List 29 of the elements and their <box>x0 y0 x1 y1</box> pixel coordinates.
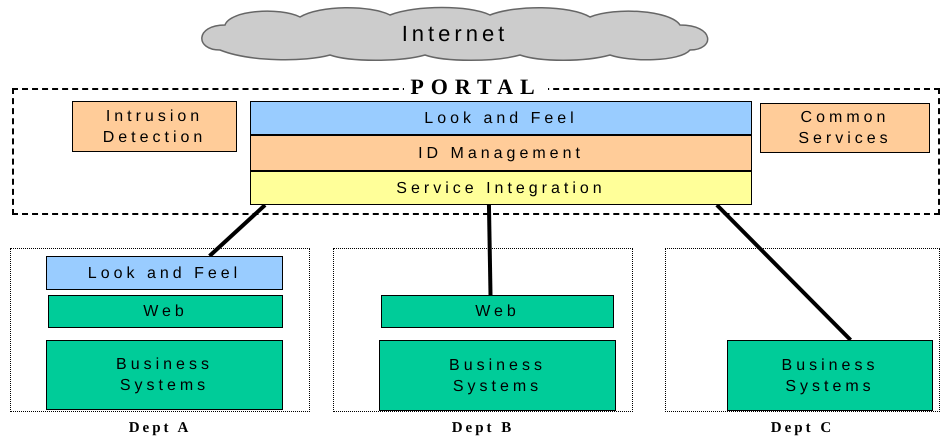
layer-box <box>381 295 614 328</box>
layer-box <box>727 340 933 411</box>
box-label: Service Integration <box>396 178 606 198</box>
group-title: Dept B <box>452 420 514 436</box>
layer-box <box>250 171 752 205</box>
cloud-label: Internet <box>402 23 508 44</box>
box-label: Look and Feel <box>88 264 242 284</box>
box-label: Web <box>143 302 188 322</box>
layer-box <box>250 101 752 135</box>
box-label: Look and Feel <box>424 108 578 128</box>
group-title: Dept A <box>128 420 192 436</box>
box-label: Common Services <box>797 108 893 149</box>
group-title: Dept C <box>770 420 834 436</box>
layer-box <box>760 103 930 153</box>
layer-box <box>48 295 283 328</box>
layer-box <box>46 340 283 410</box>
layer-box <box>72 101 237 152</box>
box-label: Business Systems <box>115 355 214 396</box>
layer-box <box>46 256 283 290</box>
layer-box <box>379 340 616 411</box>
box-label: Business Systems <box>780 356 880 396</box>
connector-line <box>208 204 266 258</box>
connector-line <box>715 204 852 342</box>
box-label: ID Management <box>418 144 584 164</box>
layer-box <box>250 135 752 171</box>
box-label: Web <box>475 302 520 322</box>
connector-line <box>486 204 492 296</box>
box-label: Intrusion Detection <box>102 106 208 148</box>
box-label: Business Systems <box>448 356 547 396</box>
